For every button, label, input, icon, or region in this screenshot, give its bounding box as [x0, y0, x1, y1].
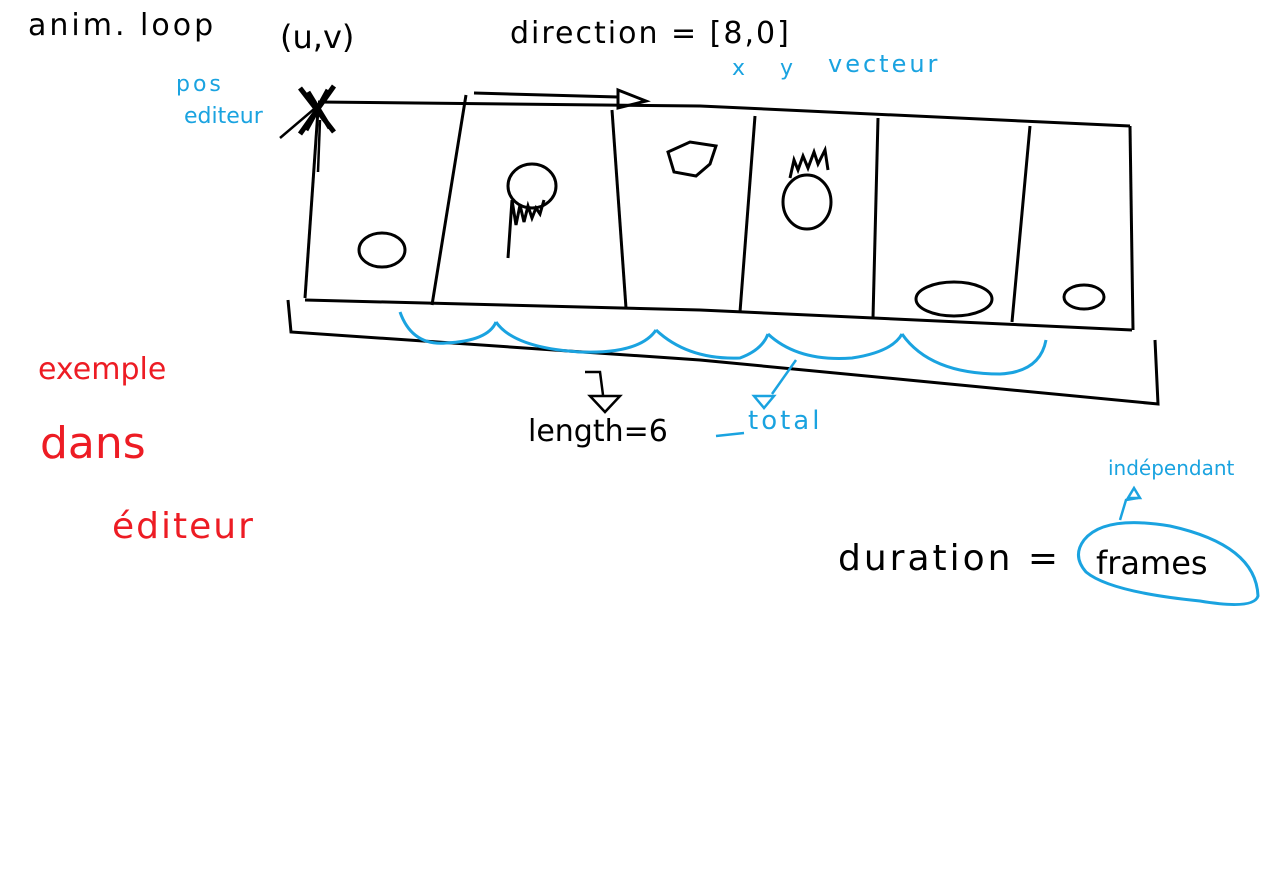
strip-left-edge [303, 109, 320, 299]
duration-label: duration = [838, 538, 1062, 579]
independant-label: indépendant [1108, 456, 1235, 480]
sprite-frame-2-tail [506, 199, 546, 259]
frame-brace [900, 333, 1048, 376]
sprite-frame-2 [506, 162, 558, 210]
direction-label: direction = [8,0] [510, 16, 791, 51]
exemple-label: exemple [38, 352, 167, 387]
sprite-frame-4-spikes [788, 145, 830, 179]
pos-label: pos [176, 72, 224, 97]
editeur-blue-label: editeur [184, 104, 263, 129]
sprite-frame-4 [781, 173, 833, 231]
length-pointer-head [587, 394, 623, 414]
frame-brace [494, 321, 658, 354]
length-tray [286, 299, 1160, 406]
x-axis-label: x [732, 56, 746, 81]
strip-right-edge [1128, 125, 1135, 331]
sprite-frame-5 [914, 280, 994, 318]
sprite-frame-6 [1062, 283, 1106, 311]
total-label: total [748, 406, 823, 436]
independant-pointer [1118, 496, 1139, 521]
editeur-red-label: éditeur [112, 506, 255, 547]
frame-divider [430, 94, 468, 306]
sprite-frame-1 [357, 231, 407, 269]
length-pointer [585, 370, 605, 396]
vecteur-label: vecteur [828, 50, 941, 78]
independant-pointer-head [1125, 485, 1143, 500]
direction-arrowhead [616, 87, 651, 110]
total-dash [715, 431, 745, 438]
y-axis-label: y [780, 56, 794, 81]
frames-bubble [1077, 521, 1260, 606]
direction-arrow [473, 91, 619, 99]
total-pointer-head [751, 394, 777, 410]
strip-top-edge [317, 100, 1131, 128]
strip-bottom-edge [304, 298, 1133, 332]
sprite-frame-3 [666, 140, 718, 178]
frame-divider [738, 115, 757, 313]
dans-label: dans [40, 418, 146, 469]
origin-tick [316, 119, 322, 173]
frame-brace [398, 311, 498, 345]
origin-x-marker [297, 84, 337, 136]
frame-brace [654, 328, 770, 360]
anim-loop-label: anim. loop [28, 8, 217, 43]
total-pointer [770, 359, 798, 395]
frames-label: frames [1096, 544, 1208, 582]
pos-pointer [279, 103, 321, 139]
frame-divider [610, 109, 628, 309]
frame-divider [1010, 125, 1032, 323]
frame-brace [766, 332, 904, 360]
frame-divider [871, 117, 880, 319]
length-label: length=6 [528, 414, 668, 449]
uv-label: (u,v) [280, 18, 355, 56]
